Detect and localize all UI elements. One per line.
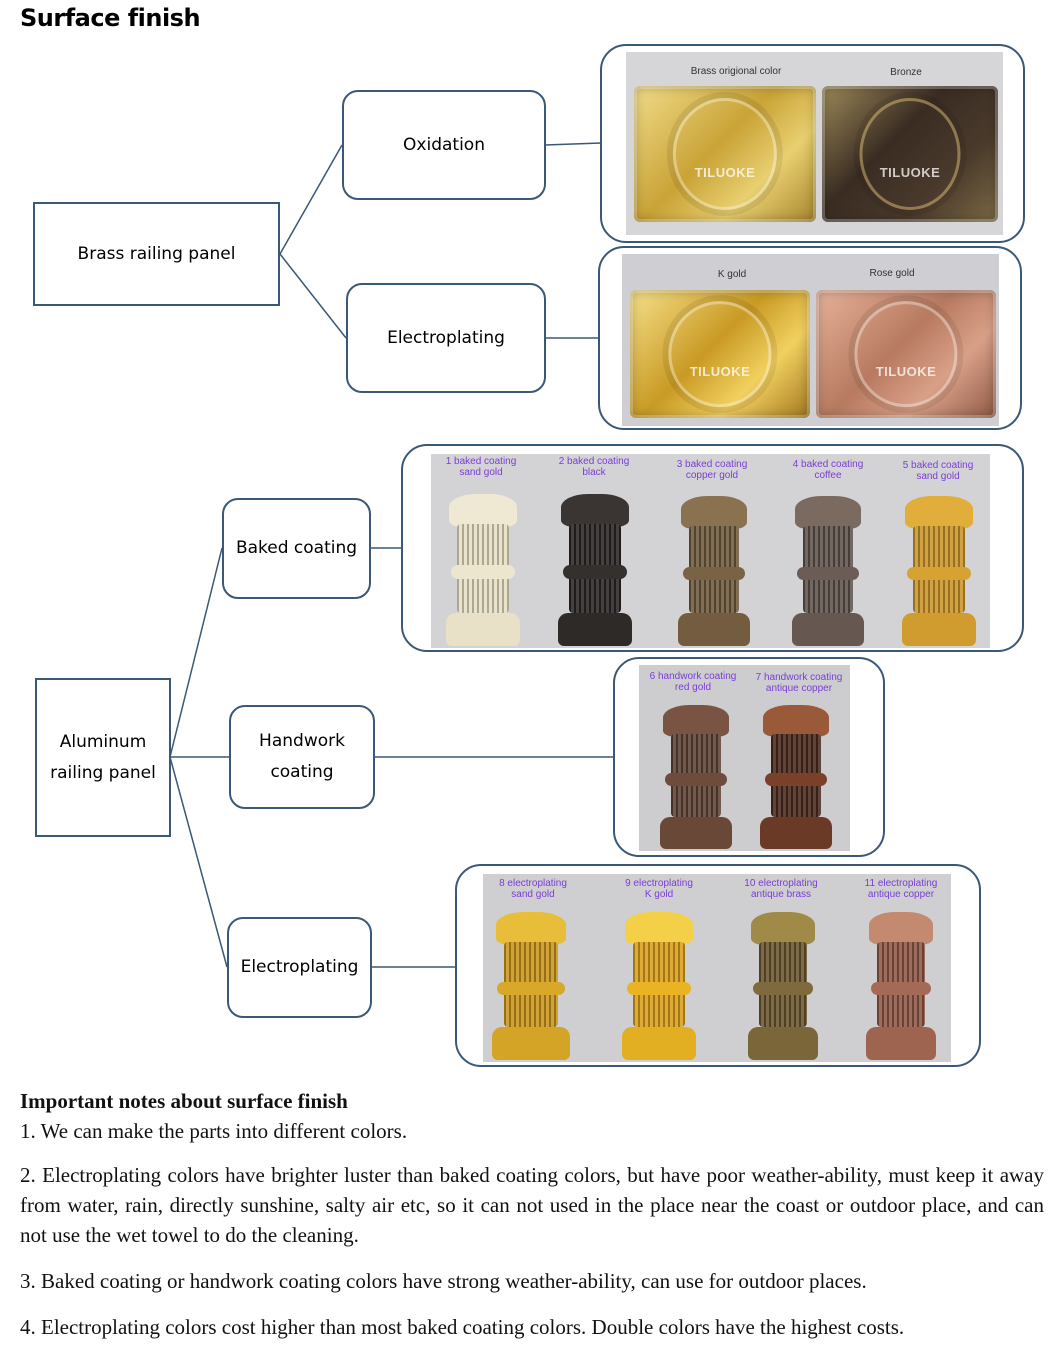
aluminum-railing-panel-node: Aluminum railing panel — [35, 678, 171, 837]
sample-post-5 — [899, 496, 979, 646]
notes-section: Important notes about surface finish 1. … — [20, 1086, 1044, 1358]
oxidation-photo: Brass origional color Bronze TILUOKE TIL… — [626, 52, 1003, 235]
bronze-plate: TILUOKE — [822, 86, 998, 222]
brass-electroplating-label: Electroplating — [387, 327, 505, 348]
baked-coating-node: Baked coating — [222, 498, 371, 599]
note-item-4: 4. Electroplating colors cost higher tha… — [20, 1315, 905, 1339]
baked-coating-label: Baked coating — [235, 538, 358, 558]
photo-label-brass-original: Brass origional color — [690, 66, 782, 77]
photo-label-bronze: Bronze — [890, 67, 922, 78]
page-title: Surface finish — [20, 4, 201, 32]
brass-electroplating-photo-frame: K gold Rose gold TILUOKE TILUOKE — [598, 246, 1022, 430]
sample-post-6 — [657, 705, 735, 849]
note-item-2: 2. Electroplating colors have brighter l… — [20, 1163, 1044, 1247]
photo-label-k-gold: K gold — [717, 269, 747, 280]
sample-post-1 — [443, 494, 523, 646]
handwork-coating-node: Handwork coating — [229, 705, 375, 809]
brass-railing-panel-node: Brass railing panel — [33, 202, 280, 306]
sample-post-2 — [555, 494, 635, 646]
photo-label-rose-gold: Rose gold — [869, 268, 915, 279]
brass-railing-panel-label: Brass railing panel — [77, 243, 236, 264]
aluminum-electroplating-node: Electroplating — [227, 917, 372, 1018]
brass-electroplating-node: Electroplating — [346, 283, 546, 393]
sample-post-9 — [619, 912, 699, 1060]
aluminum-label-line2: railing panel — [50, 762, 156, 783]
rose-gold-plate: TILUOKE — [816, 290, 996, 418]
handwork-label-line1: Handwork — [259, 731, 345, 751]
oxidation-label: Oxidation — [403, 134, 485, 155]
k-gold-plate: TILUOKE — [630, 290, 810, 418]
oxidation-photo-frame: Brass origional color Bronze TILUOKE TIL… — [600, 44, 1025, 243]
sample-post-10 — [745, 912, 821, 1060]
brass-electroplating-photo: K gold Rose gold TILUOKE TILUOKE — [622, 254, 999, 426]
brass-original-plate: TILUOKE — [634, 86, 816, 222]
connector-lines — [169, 142, 614, 968]
aluminum-electroplating-label: Electroplating — [240, 957, 359, 977]
note-item-1: 1. We can make the parts into different … — [20, 1119, 408, 1143]
sample-post-4 — [789, 496, 867, 646]
handwork-label-line2: coating — [270, 762, 334, 782]
sample-post-3 — [675, 496, 753, 646]
aluminum-label-line1: Aluminum — [59, 731, 147, 752]
oxidation-node: Oxidation — [342, 90, 546, 200]
note-item-3: 3. Baked coating or handwork coating col… — [20, 1269, 867, 1293]
sample-post-7 — [757, 705, 835, 849]
sample-post-8 — [489, 912, 573, 1060]
sample-post-11 — [863, 912, 939, 1060]
notes-heading: Important notes about surface finish — [20, 1089, 348, 1113]
